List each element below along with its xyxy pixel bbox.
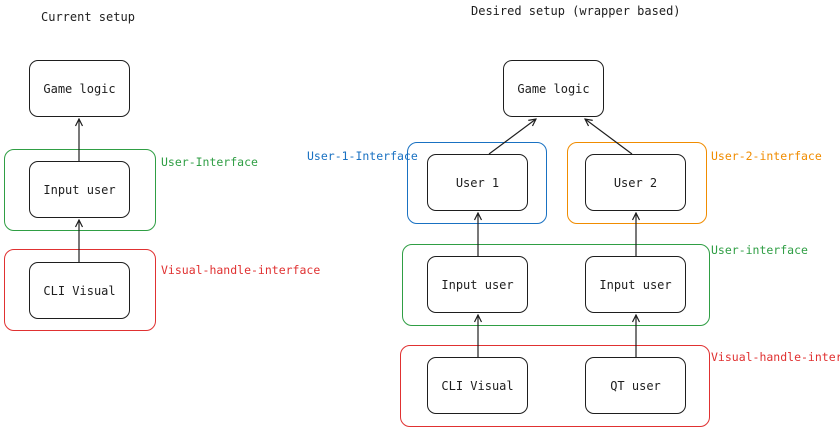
arrow-user1-to-game-logic — [488, 119, 536, 155]
left-user-interface-group — [4, 149, 156, 231]
left-user-interface-label: User-Interface — [161, 155, 258, 169]
left-visual-handle-interface-label: Visual-handle-interface — [161, 263, 321, 277]
left-input-user-box: Input user — [29, 161, 130, 218]
right-user-interface-group — [402, 244, 710, 326]
right-visual-handle-interface-group — [400, 345, 710, 427]
right-game-logic-box: Game logic — [503, 60, 604, 117]
left-visual-handle-interface-group — [4, 249, 156, 331]
current-setup-title: Current setup — [41, 10, 135, 24]
user-2-box: User 2 — [585, 154, 686, 211]
right-cli-visual-box: CLI Visual — [427, 357, 528, 414]
user-1-box: User 1 — [427, 154, 528, 211]
left-cli-visual-box: CLI Visual — [29, 262, 130, 319]
left-game-logic-box: Game logic — [29, 60, 130, 117]
user-1-interface-group — [407, 142, 547, 224]
desired-setup-title: Desired setup (wrapper based) — [471, 4, 681, 18]
user-2-interface-group — [567, 142, 707, 224]
right-user-interface-label: User-interface — [711, 243, 808, 257]
user-1-interface-label: User-1-Interface — [307, 149, 418, 163]
arrow-user2-to-game-logic — [585, 119, 633, 155]
qt-user-box: QT user — [585, 357, 686, 414]
input-user-1-box: Input user — [427, 256, 528, 313]
input-user-2-box: Input user — [585, 256, 686, 313]
right-visual-handle-interface-label: Visual-handle-interface — [711, 350, 840, 364]
user-2-interface-label: User-2-interface — [711, 149, 822, 163]
